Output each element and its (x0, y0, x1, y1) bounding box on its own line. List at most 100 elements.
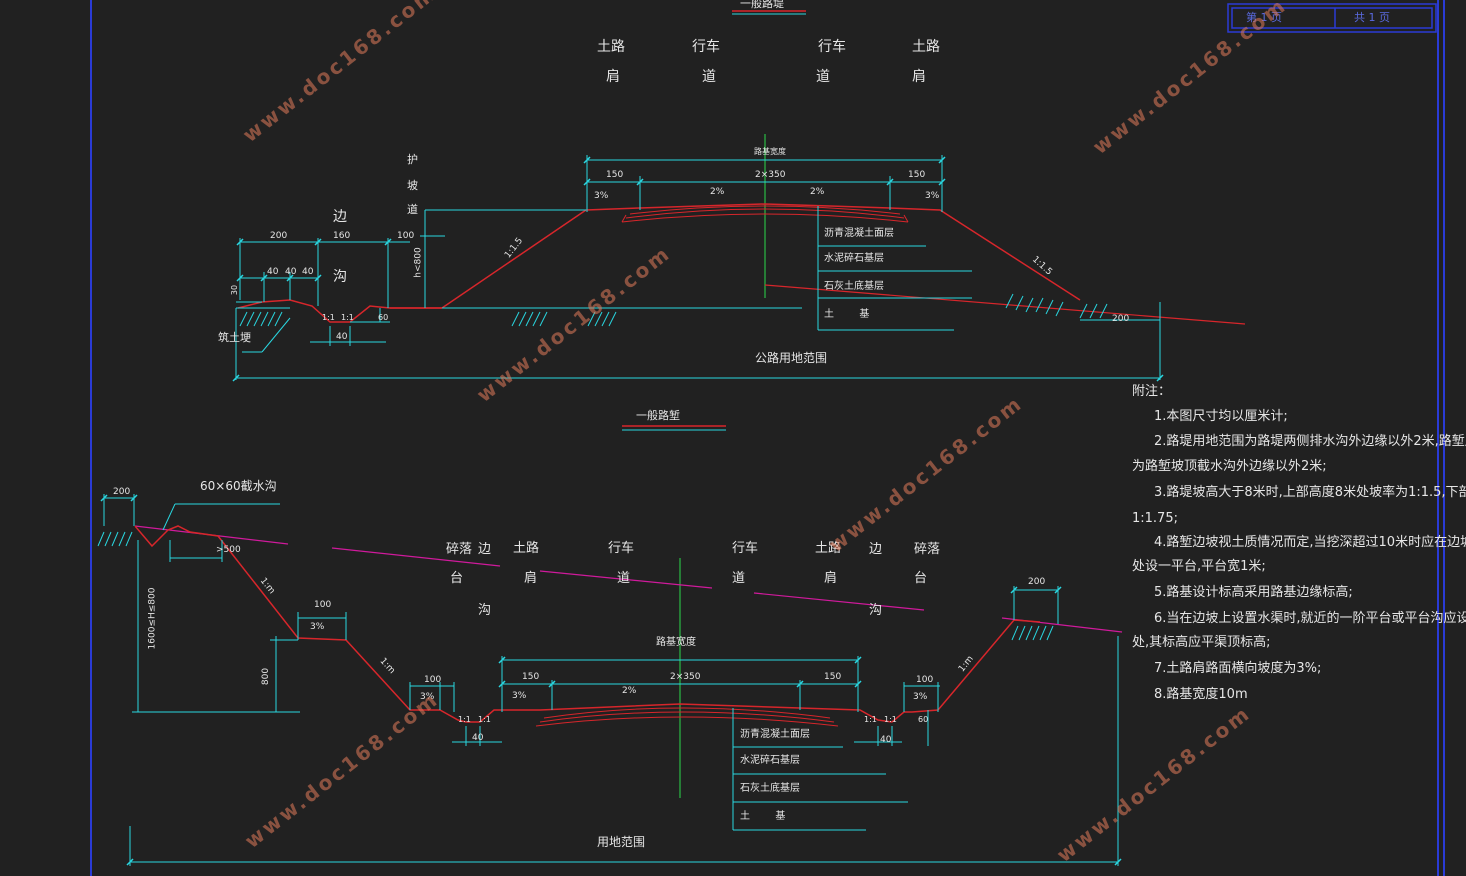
label-platform-l-2: 台 (450, 571, 464, 586)
label-shoulder-l: 土路 (513, 541, 540, 556)
label-lane-r: 行车 (732, 541, 759, 556)
note-line: 处,其标高应平渠顶标高; (1132, 635, 1271, 650)
layer-lime-soil-cut: 石灰土底基层 (740, 783, 800, 794)
dim-ditch-slope-r: 1:1 (341, 313, 354, 322)
dim-ditch-depth-r: 60 (918, 715, 929, 724)
dim-intercept-offset: >500 (216, 545, 241, 555)
label-ditch-1: 边 (333, 209, 347, 225)
label-platform-l: 碎落 (446, 542, 473, 557)
label-shoulder-left-2: 肩 (606, 69, 620, 85)
dim-shoulder-slope-r: 3% (925, 191, 940, 201)
embankment-profile (441, 203, 1081, 309)
label-shoulder-l-2: 肩 (524, 571, 538, 586)
drawing-frame (90, 0, 1445, 876)
natural-ground-embankment (764, 284, 1246, 325)
dim-platform-l: 100 (424, 675, 442, 685)
note-line: 为路堑坡顶截水沟外边缘以外2米; (1132, 459, 1327, 474)
note-line: 8.路基宽度10m (1154, 687, 1248, 702)
label-shoulder-right: 土路 (912, 39, 940, 55)
layer-subgrade-cut: 土 基 (740, 811, 786, 822)
layer-cement-gravel: 水泥碎石基层 (824, 253, 884, 264)
note-line: 1:1.75; (1132, 511, 1178, 526)
dim-toe-width: 200 (1112, 314, 1130, 324)
label-lane-left: 行车 (692, 39, 720, 55)
label-shoulder-left: 土路 (597, 39, 625, 55)
layer-cement-gravel-cut: 水泥碎石基层 (740, 755, 800, 766)
label-shoulder-r-2: 肩 (824, 571, 838, 586)
label-land-range-cutting: 用地范围 (597, 835, 646, 849)
dim-bench: 100 (314, 600, 332, 610)
title-block-page: 第 1 页 (1246, 11, 1282, 24)
title-block-total: 共 1 页 (1354, 11, 1390, 24)
dim-ditch-slope-1: 1:1 (458, 715, 471, 724)
dim-platform-slope-l: 3% (420, 692, 435, 702)
dim-bench-height: 800 (261, 667, 272, 686)
dim-roadbed-width-cut: 路基宽度 (656, 637, 696, 648)
dim-top-setback: 200 (113, 487, 131, 497)
dim-ditch-slope-l: 1:1 (322, 313, 335, 322)
dim-left-shoulder: 150 (606, 170, 624, 180)
label-platform-r: 碎落 (914, 542, 941, 557)
dim-right-shoulder: 150 (908, 170, 926, 180)
dim-platform-r: 100 (916, 675, 934, 685)
label-soil-wall: 筑土埂 (218, 331, 251, 344)
note-line: 7.土路肩路面横向坡度为3%; (1154, 661, 1322, 676)
dim-ditch-bottom: 40 (336, 332, 348, 342)
label-ditch-l-2: 沟 (478, 603, 492, 618)
dim-left-shoulder-cut: 150 (522, 672, 540, 682)
label-shoulder-right-2: 肩 (912, 69, 926, 85)
dim-roadbed-width: 路基宽度 (754, 147, 786, 156)
dim-shoulder-slope-l-cut: 3% (512, 691, 527, 701)
layer-asphalt: 沥青混凝土面层 (824, 228, 894, 239)
dim-crown-l-cut: 2% (622, 686, 637, 696)
dim-ditch-slope-2: 1:1 (478, 715, 491, 724)
layer-asphalt-cut: 沥青混凝土面层 (740, 729, 810, 740)
dim-ditch-b: 40 (285, 267, 297, 277)
dim-crown-r: 2% (810, 187, 825, 197)
label-lane-left-2: 道 (702, 69, 716, 85)
label-ditch-2: 沟 (333, 269, 347, 285)
cutting-profile (134, 525, 1041, 723)
dim-ditch-bottom-l: 40 (472, 733, 484, 743)
dim-ditch-bottom-r: 40 (880, 735, 892, 745)
dim-ditch-slope-4: 1:1 (884, 715, 897, 724)
layer-subgrade: 土 基 (824, 309, 870, 320)
label-ditch-r-2: 沟 (869, 603, 883, 618)
note-line: 处设一平台,平台宽1米; (1132, 559, 1266, 574)
label-intercept-ditch: 60×60截水沟 (200, 479, 277, 493)
label-lane-l-2: 道 (617, 571, 631, 586)
note-line: 2.路堤用地范围为路堤两侧排水沟外边缘以外2米,路堑用地范围 (1154, 434, 1466, 449)
dim-lanes: 2×350 (755, 170, 786, 180)
dim-height: h<800 (413, 247, 424, 278)
dim-ditch-c: 40 (302, 267, 314, 277)
cutting-section (97, 425, 1123, 866)
label-shoulder-r: 土路 (815, 541, 842, 556)
embankment-section (232, 10, 1246, 382)
label-protection-3: 道 (407, 203, 418, 216)
label-ditch-r: 边 (869, 542, 883, 557)
label-platform-r-2: 台 (914, 571, 928, 586)
dim-ditch-offset: 100 (397, 231, 415, 241)
label-protection-1: 护 (407, 153, 418, 166)
label-lane-right-2: 道 (816, 69, 830, 85)
label-protection-2: 坡 (407, 179, 418, 192)
dim-ditch-a: 40 (267, 267, 279, 277)
dim-crown-l: 2% (710, 187, 725, 197)
notes-heading: 附注： (1132, 384, 1172, 399)
dim-ditch-total: 200 (270, 231, 288, 241)
note-line: 4.路堑边坡视土质情况而定,当挖深超过10米时应在边坡8米高 (1154, 535, 1466, 550)
layer-lime-soil: 石灰土底基层 (824, 281, 884, 292)
ditch-profile-embankment (237, 299, 442, 323)
label-land-range: 公路用地范围 (755, 351, 828, 365)
label-lane-r-2: 道 (732, 571, 746, 586)
note-line: 3.路堤坡高大于8米时,上部高度8米处坡率为1:1.5,下部为 (1154, 485, 1466, 500)
dim-right-shoulder-cut: 150 (824, 672, 842, 682)
note-line: 5.路基设计标高采用路基边缘标高; (1154, 585, 1353, 600)
dim-berm: 160 (333, 231, 351, 241)
dim-top-setback-r: 200 (1028, 577, 1046, 587)
cutting-title: 一般路堑 (636, 409, 680, 422)
embankment-title: 一般路堤 (740, 0, 784, 10)
dim-ditch-slope-3: 1:1 (864, 715, 877, 724)
dim-shoulder-slope-l: 3% (594, 191, 609, 201)
